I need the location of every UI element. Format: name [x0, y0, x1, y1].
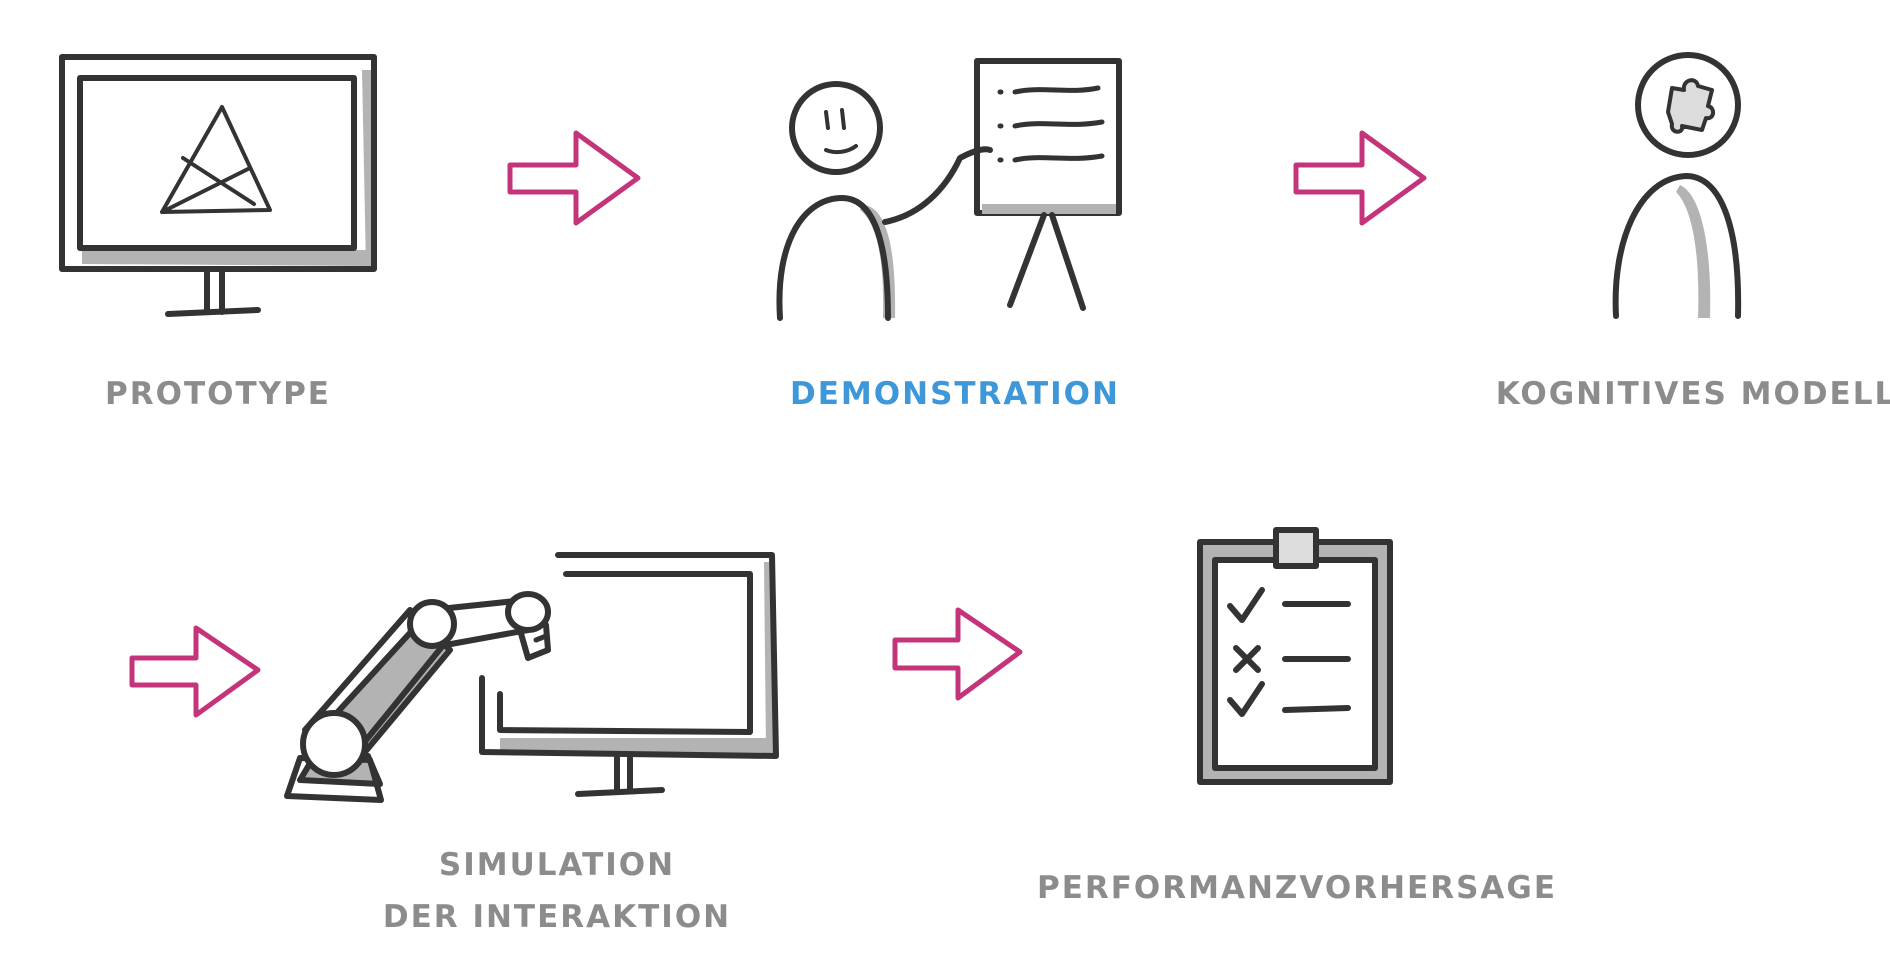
step-label-kognitives-modell: KOGNITIVES MODELL	[1495, 376, 1890, 412]
presenter-flipchart-icon	[776, 58, 1122, 321]
arrow-3-icon	[129, 625, 261, 718]
clipboard-checklist-icon	[1197, 527, 1393, 785]
step-label-prototype: PROTOTYPE	[105, 376, 331, 412]
step-label-performanzvorhersage: PERFORMANZVORHERSAGE	[1036, 870, 1558, 906]
step-label-simulation-line2: DER INTERAKTION	[382, 899, 732, 935]
arrow-2-icon	[1293, 130, 1427, 226]
step-label-demonstration: DEMONSTRATION	[790, 376, 1120, 412]
step-label-simulation: SIMULATION DER INTERAKTION	[383, 839, 731, 943]
step-label-simulation-line1: SIMULATION	[438, 847, 676, 883]
arrow-1-icon	[507, 130, 641, 226]
monitor-logo-icon	[59, 54, 377, 317]
arrow-4-icon	[892, 607, 1023, 701]
robot-arm-monitor-icon	[284, 552, 779, 803]
person-puzzle-icon	[1612, 52, 1742, 319]
